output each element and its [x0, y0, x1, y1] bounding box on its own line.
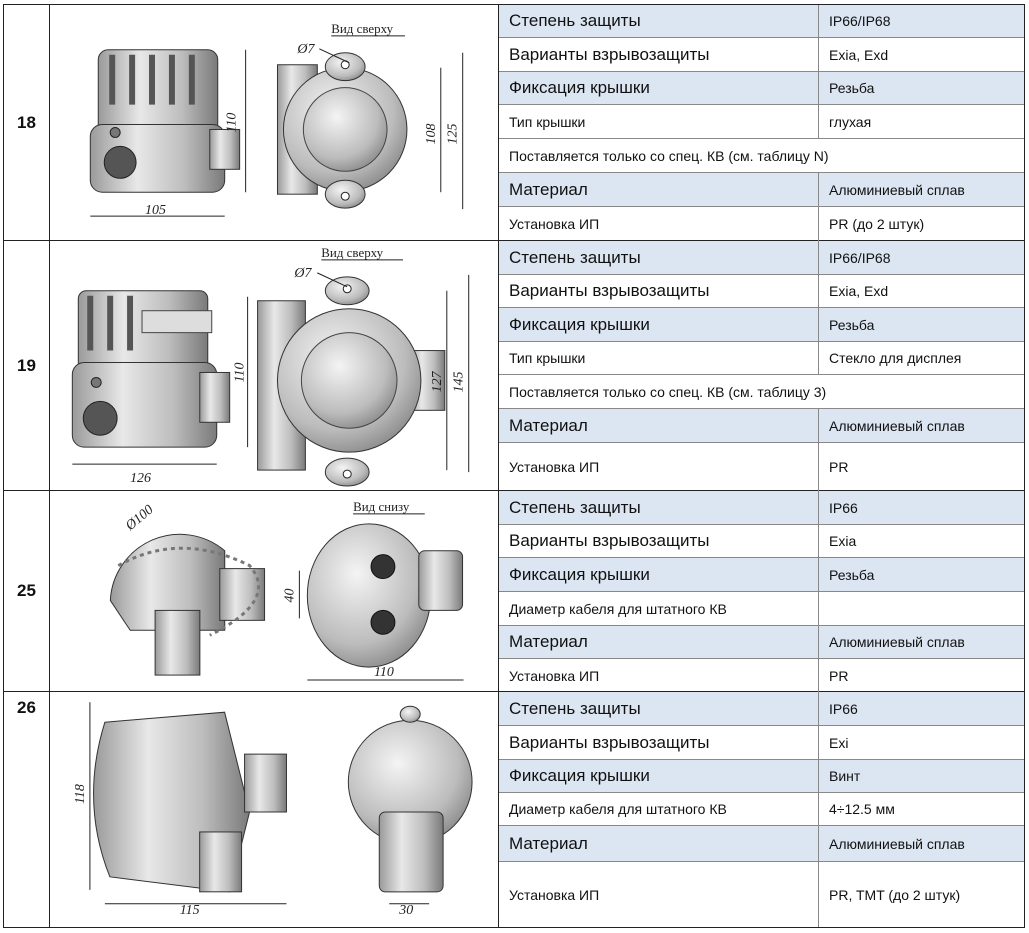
table-row-19: 19 126 110 Вид сверху — [4, 241, 1024, 491]
dim-hole: Ø7 — [293, 266, 312, 281]
dome-cap — [109, 533, 226, 631]
side-port — [418, 550, 464, 611]
cable-entry — [82, 400, 118, 436]
cap-shape — [97, 49, 219, 135]
row-number: 19 — [4, 241, 50, 490]
table-row-25: 25 Ø100 40 Вид снизу 110 Степень з — [4, 491, 1024, 692]
dim-width: 126 — [130, 471, 151, 486]
drawing-svg: 105 110 Вид сверху Ø7 108 125 — [89, 21, 464, 218]
cable-entry — [103, 145, 137, 179]
spec-table: 18 — [3, 4, 1025, 928]
spec-note: Поставляется только со спец. КВ (см. таб… — [499, 139, 1024, 173]
dim-leader — [319, 48, 350, 64]
cable-entry — [370, 609, 396, 635]
row-number: 18 — [4, 5, 50, 240]
dim-diameter: Ø100 — [122, 502, 156, 534]
housing-drawing-19: 126 110 Вид сверху Ø7 127 145 — [50, 241, 499, 490]
dim-top-b: 125 — [446, 123, 461, 144]
spec-cable-diameter: Диаметр кабеля для штатного КВ — [499, 592, 1024, 626]
side-port — [244, 753, 287, 813]
dim-width: 115 — [180, 903, 200, 918]
row-number: 26 — [4, 692, 50, 927]
dim-height: 110 — [233, 363, 248, 383]
drawing-svg: 118 115 30 — [73, 702, 473, 918]
dim-height: 118 — [73, 784, 88, 804]
dim-height: 40 — [282, 588, 297, 602]
bottom-neck — [154, 609, 201, 676]
dim-height: 110 — [225, 113, 240, 133]
side-port — [199, 371, 231, 423]
spec-note: Поставляется только со спец. КВ (см. таб… — [499, 375, 1024, 409]
drawing-svg: 126 110 Вид сверху Ø7 127 145 — [71, 245, 470, 487]
screw-icon — [90, 376, 102, 388]
dim-leader — [317, 272, 348, 288]
top-cap — [302, 87, 388, 172]
front-body — [378, 811, 444, 893]
row-number: 25 — [4, 491, 50, 691]
dim-top-a: 108 — [424, 123, 439, 144]
cap-ribs — [87, 295, 134, 351]
view-label: Вид сверху — [321, 245, 383, 260]
mount-hole — [342, 469, 352, 479]
bottom-body — [306, 523, 432, 668]
bottom-port — [199, 831, 243, 893]
dim-top-b: 145 — [452, 371, 467, 392]
housing-drawing-25: Ø100 40 Вид снизу 110 — [50, 491, 499, 691]
table-row-18: 18 — [4, 5, 1024, 241]
dim-width: 105 — [145, 203, 166, 218]
view-label: Вид сверху — [331, 21, 393, 36]
housing-drawing-18: 105 110 Вид сверху Ø7 108 125 — [50, 5, 499, 240]
mount-hole — [342, 284, 352, 294]
dim-hole: Ø7 — [296, 42, 315, 57]
cap-ribs — [109, 54, 195, 105]
view-label: Вид снизу — [353, 499, 410, 514]
screw-icon — [109, 126, 121, 138]
mount-hole — [340, 191, 350, 201]
dim-width: 110 — [374, 665, 394, 680]
dim-top-a: 127 — [430, 370, 445, 392]
cutaway-section — [141, 310, 213, 334]
screw-icon — [399, 705, 421, 723]
side-port — [209, 128, 241, 170]
dim-small: 30 — [398, 903, 413, 918]
cable-entry — [370, 554, 396, 580]
seal-wire — [117, 546, 260, 637]
top-cap — [300, 332, 398, 429]
drawing-svg: Ø100 40 Вид снизу 110 — [109, 499, 464, 681]
housing-drawing-26: 118 115 30 — [50, 692, 499, 927]
